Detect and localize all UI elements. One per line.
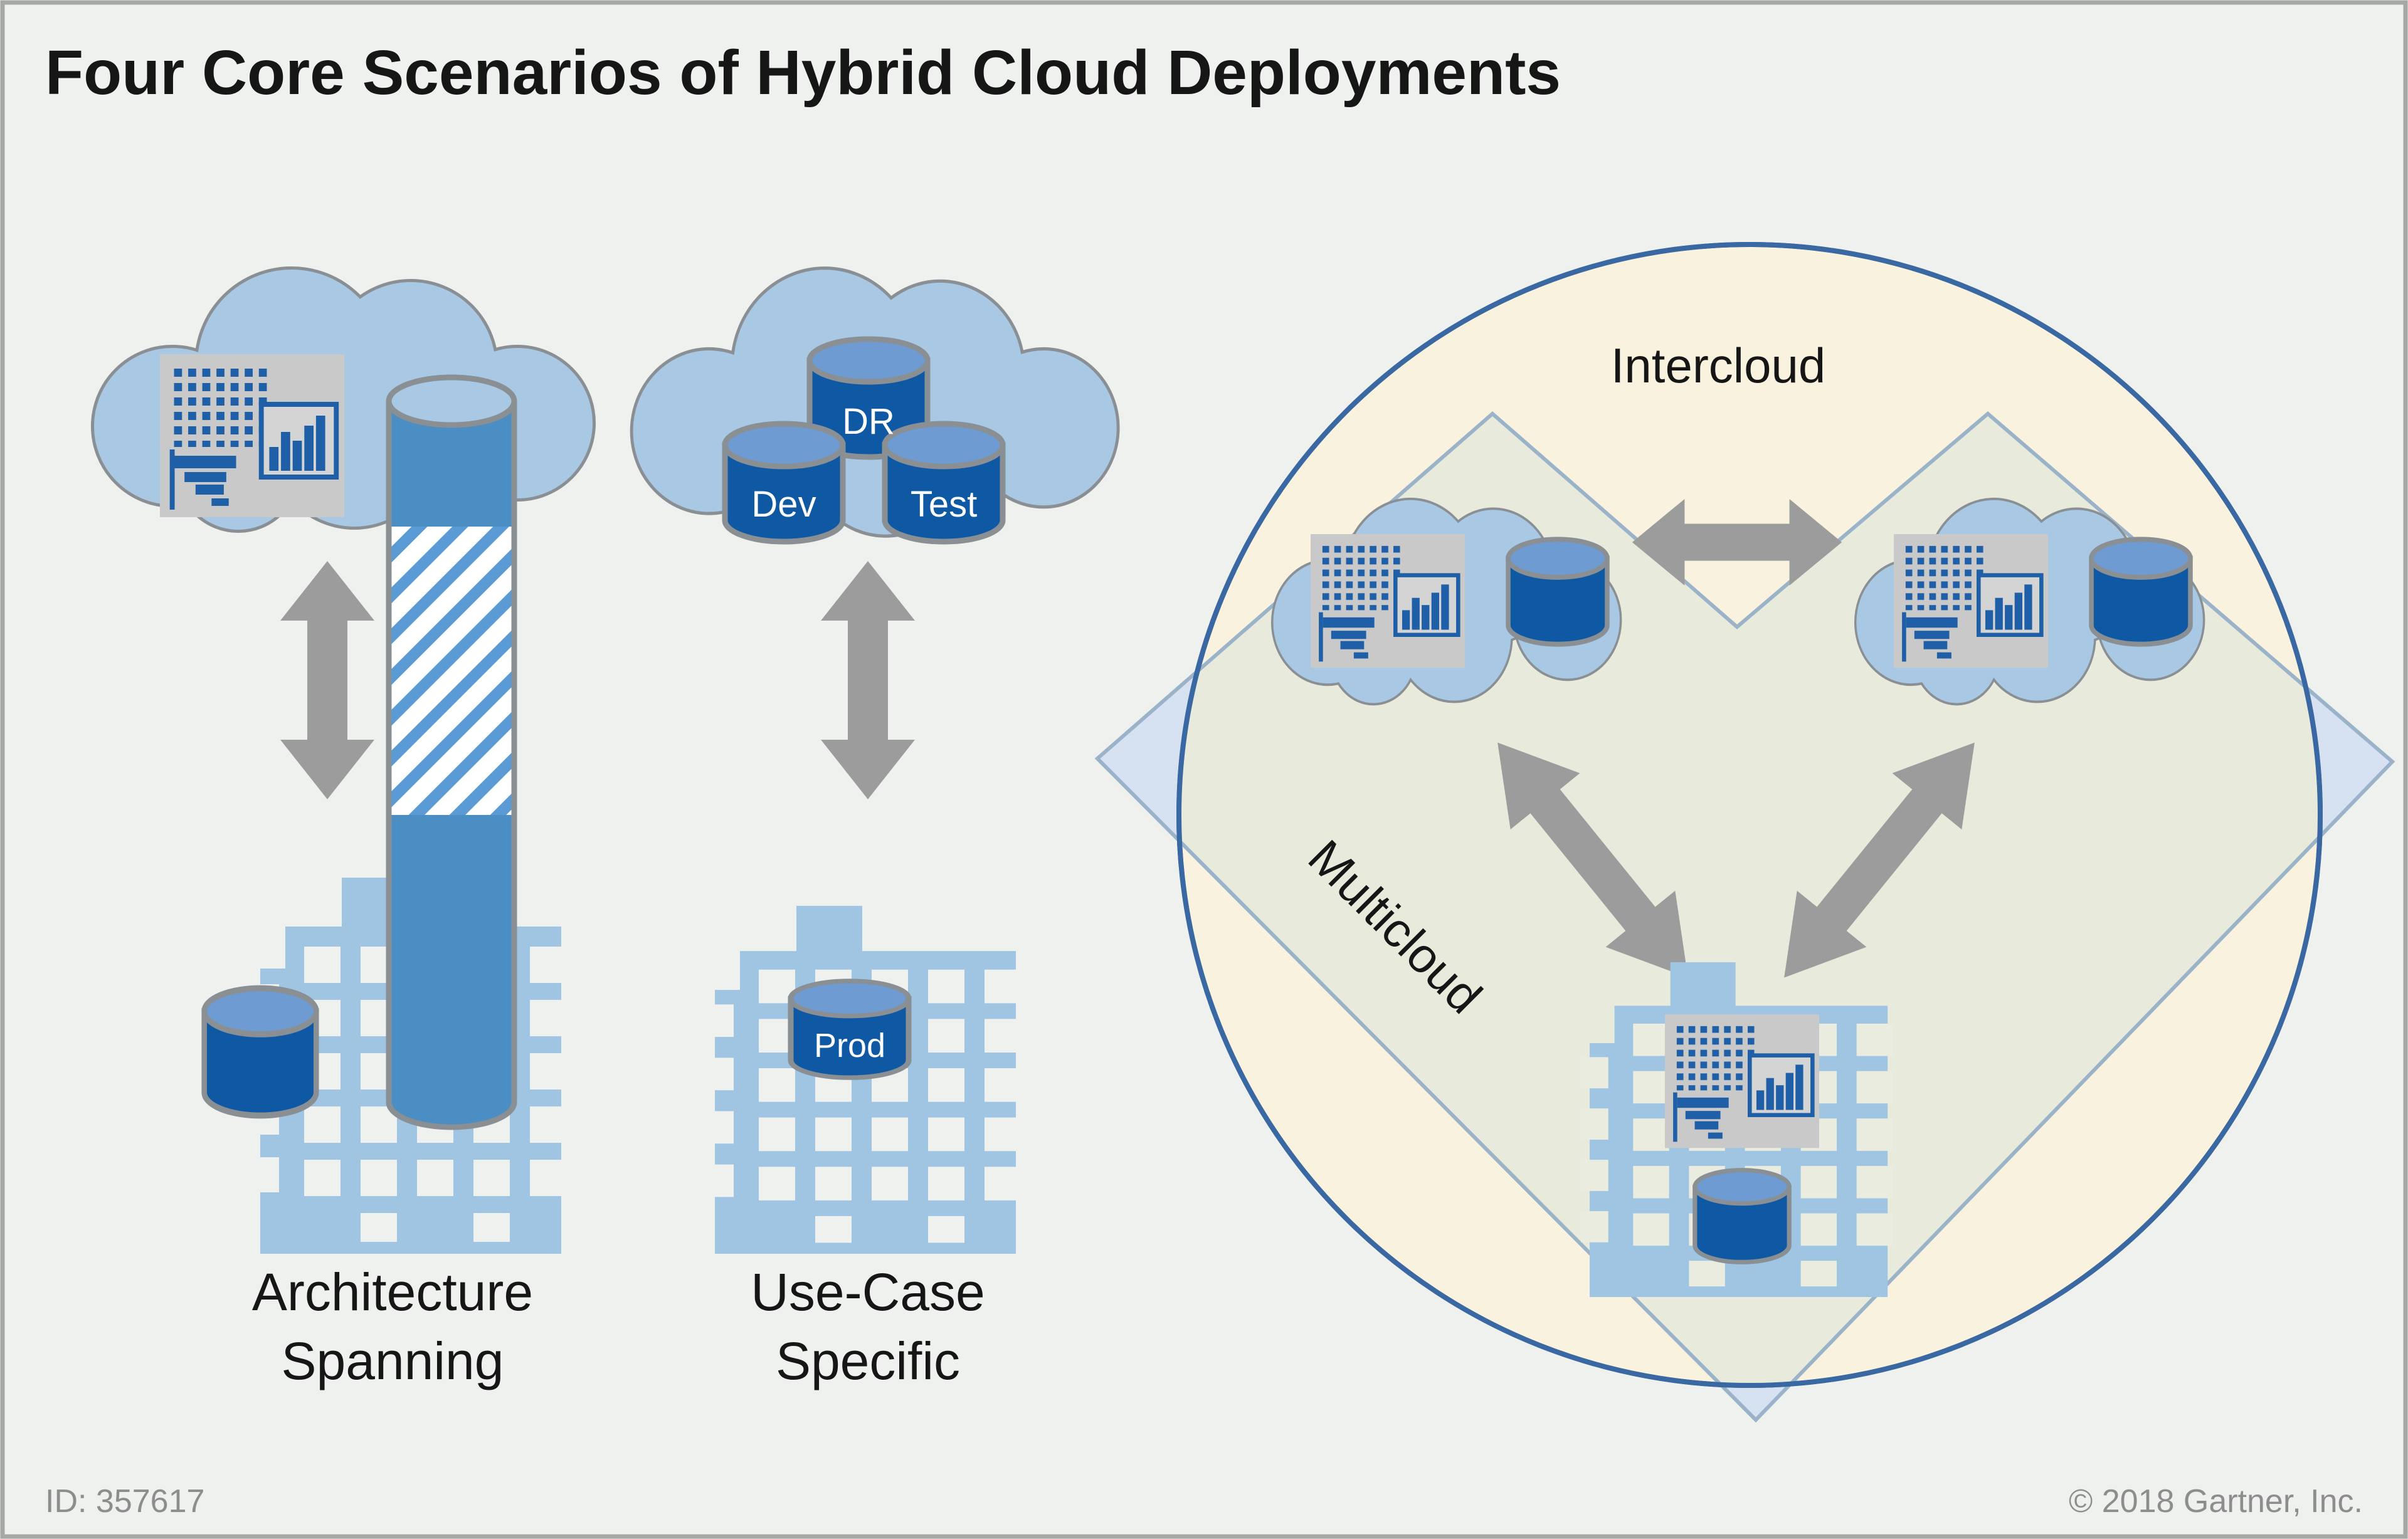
page-title: Four Core Scenarios of Hybrid Cloud Depl…	[45, 38, 1561, 108]
use-case-specific-caption-line1: Use-Case	[751, 1263, 985, 1321]
application-icon	[1311, 534, 1465, 668]
application-icon	[160, 354, 344, 517]
hatched-pillar-icon	[386, 374, 517, 1130]
intercloud-label: Intercloud	[1611, 338, 1826, 393]
application-icon	[1894, 534, 2048, 668]
database-cylinder-icon	[2091, 539, 2190, 644]
database-cylinder-icon	[1695, 1170, 1789, 1263]
architecture-spanning-caption-line2: Spanning	[282, 1332, 504, 1390]
datacenter-building-icon	[706, 906, 1021, 1254]
document-id: ID: 357617	[45, 1483, 204, 1520]
database-cylinder-icon	[204, 988, 317, 1115]
database-cylinder-icon	[1508, 539, 1607, 644]
architecture-spanning-caption-line1: Architecture	[252, 1263, 533, 1321]
prod-database-label: Prod	[814, 1027, 885, 1064]
use-case-specific-caption-line2: Specific	[776, 1332, 960, 1390]
use-case-specific-group: DR Dev Test Prod Use-Case Specific	[633, 270, 1117, 1390]
dr-database-label: DR	[842, 401, 895, 442]
dev-database-label: Dev	[751, 484, 816, 525]
intercloud-circle-outline	[1176, 242, 2323, 1388]
intercloud-multicloud-group: Intercloud Multicloud	[1094, 242, 2395, 1423]
copyright: © 2018 Gartner, Inc.	[2069, 1483, 2363, 1520]
architecture-spanning-group: Architecture Spanning	[94, 270, 593, 1390]
application-icon	[1665, 1014, 1819, 1148]
test-database-label: Test	[911, 484, 977, 525]
